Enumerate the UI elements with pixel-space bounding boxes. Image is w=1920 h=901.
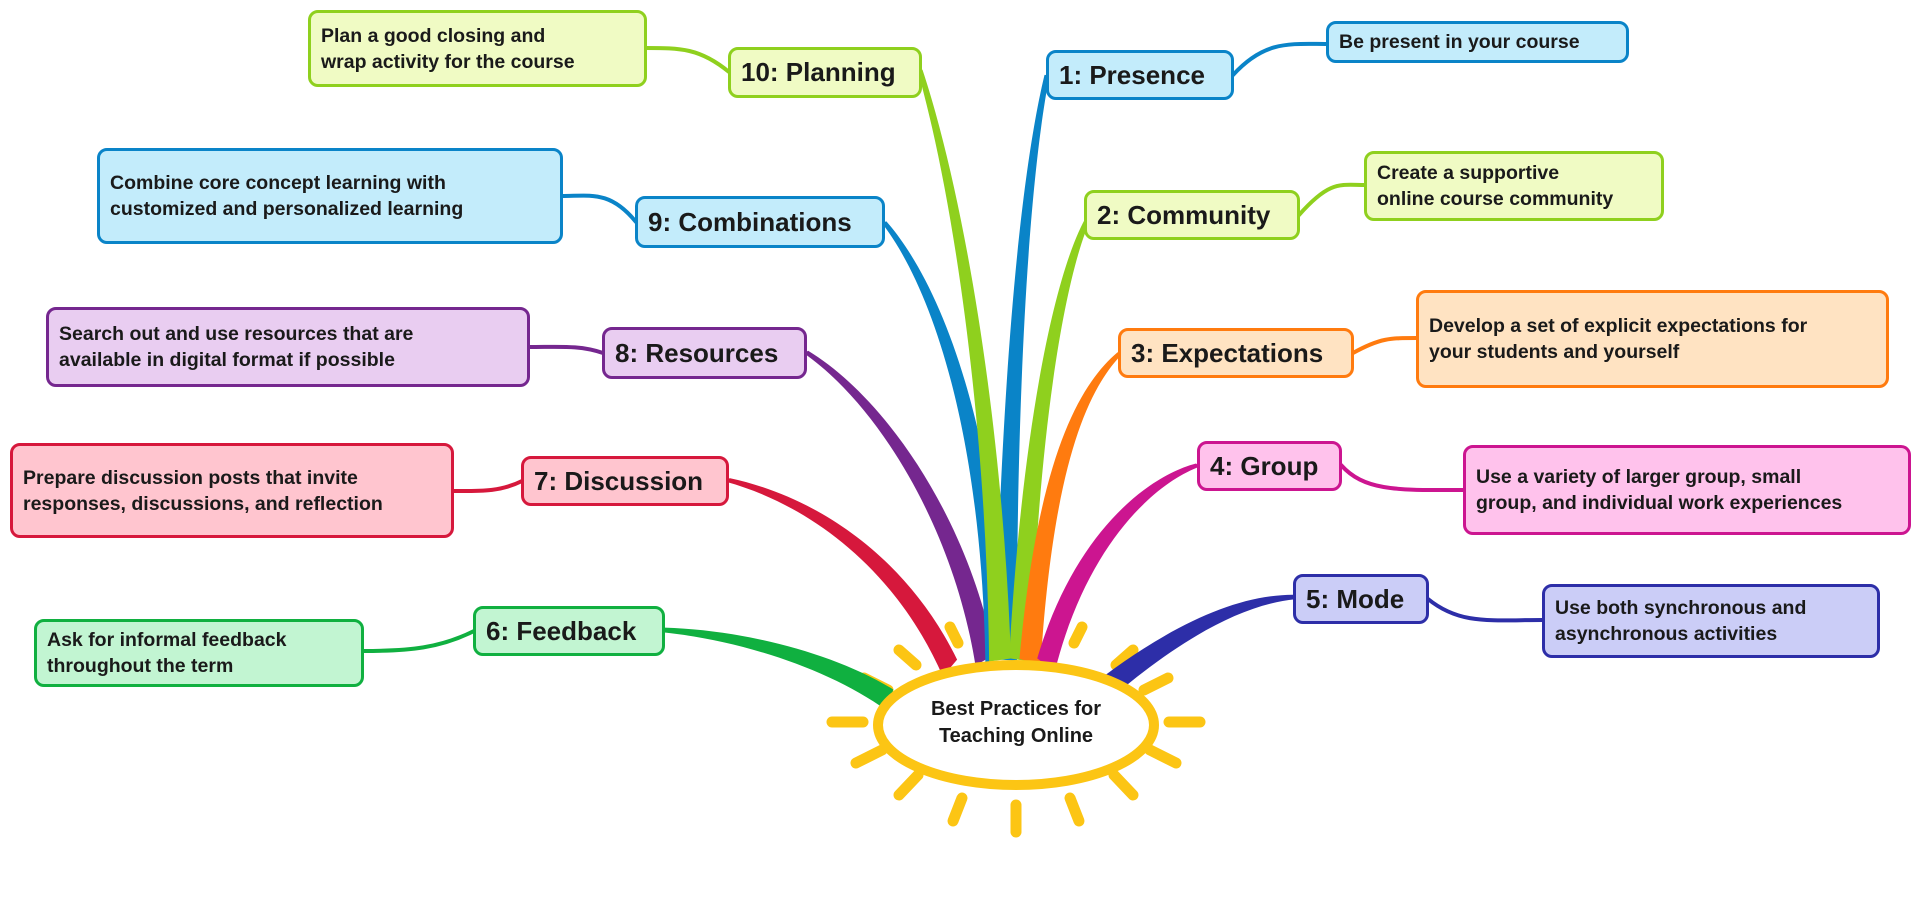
central-topic-ellipse [873, 660, 1159, 790]
branch-connector [1019, 352, 1123, 666]
sun-ray [1110, 644, 1139, 671]
central-topic-line-1: Best Practices for [930, 698, 1102, 720]
central-topic-line-2: Teaching Online [938, 725, 1094, 747]
leaf-connector [644, 46, 731, 74]
leaf-connector [1351, 336, 1419, 355]
branch-connector [1037, 463, 1200, 672]
sun-ray [947, 792, 968, 827]
central-topic[interactable]: Best Practices for Teaching Online [896, 696, 1136, 750]
leaf-connector [1339, 463, 1466, 493]
sun-ray [893, 644, 922, 671]
leaf-connector [361, 629, 476, 653]
leaf-connector [451, 479, 524, 494]
leaf-connector [1297, 182, 1367, 217]
topic-feedback[interactable]: 6: Feedback [473, 606, 665, 656]
sun-ray [944, 621, 964, 649]
topic-group[interactable]: 4: Group [1197, 441, 1342, 491]
topic-mode[interactable]: 5: Mode [1293, 574, 1429, 624]
branch-connector [995, 74, 1050, 661]
sun-ray [1108, 769, 1139, 801]
topic-community[interactable]: 2: Community [1084, 190, 1300, 240]
branch-connector [726, 478, 958, 677]
topic-discussion[interactable]: 7: Discussion [521, 456, 729, 506]
branch-connector [1009, 214, 1093, 662]
sun-ray [850, 744, 888, 769]
sun-ray [1144, 744, 1182, 769]
leaf-connector [560, 193, 638, 224]
detail-presence[interactable]: Be present in your course [1326, 21, 1629, 63]
leaf-connector [1231, 41, 1329, 77]
sun-ray [893, 769, 924, 801]
topic-expectations[interactable]: 3: Expectations [1118, 328, 1354, 378]
leaf-connector [527, 344, 605, 355]
branch-connector [917, 69, 1011, 662]
topic-resources[interactable]: 8: Resources [602, 327, 807, 379]
branch-connector [803, 350, 995, 666]
detail-expectations[interactable]: Develop a set of explicit expectations f… [1416, 290, 1889, 388]
topic-combinations[interactable]: 9: Combinations [635, 196, 885, 248]
branch-connector [663, 627, 894, 711]
sun-ray [1138, 672, 1174, 696]
leaf-connector [1426, 597, 1545, 623]
sun-ray [1064, 792, 1085, 827]
topic-planning[interactable]: 10: Planning [728, 47, 922, 98]
topic-presence[interactable]: 1: Presence [1046, 50, 1234, 100]
sun-ray [1068, 621, 1088, 649]
